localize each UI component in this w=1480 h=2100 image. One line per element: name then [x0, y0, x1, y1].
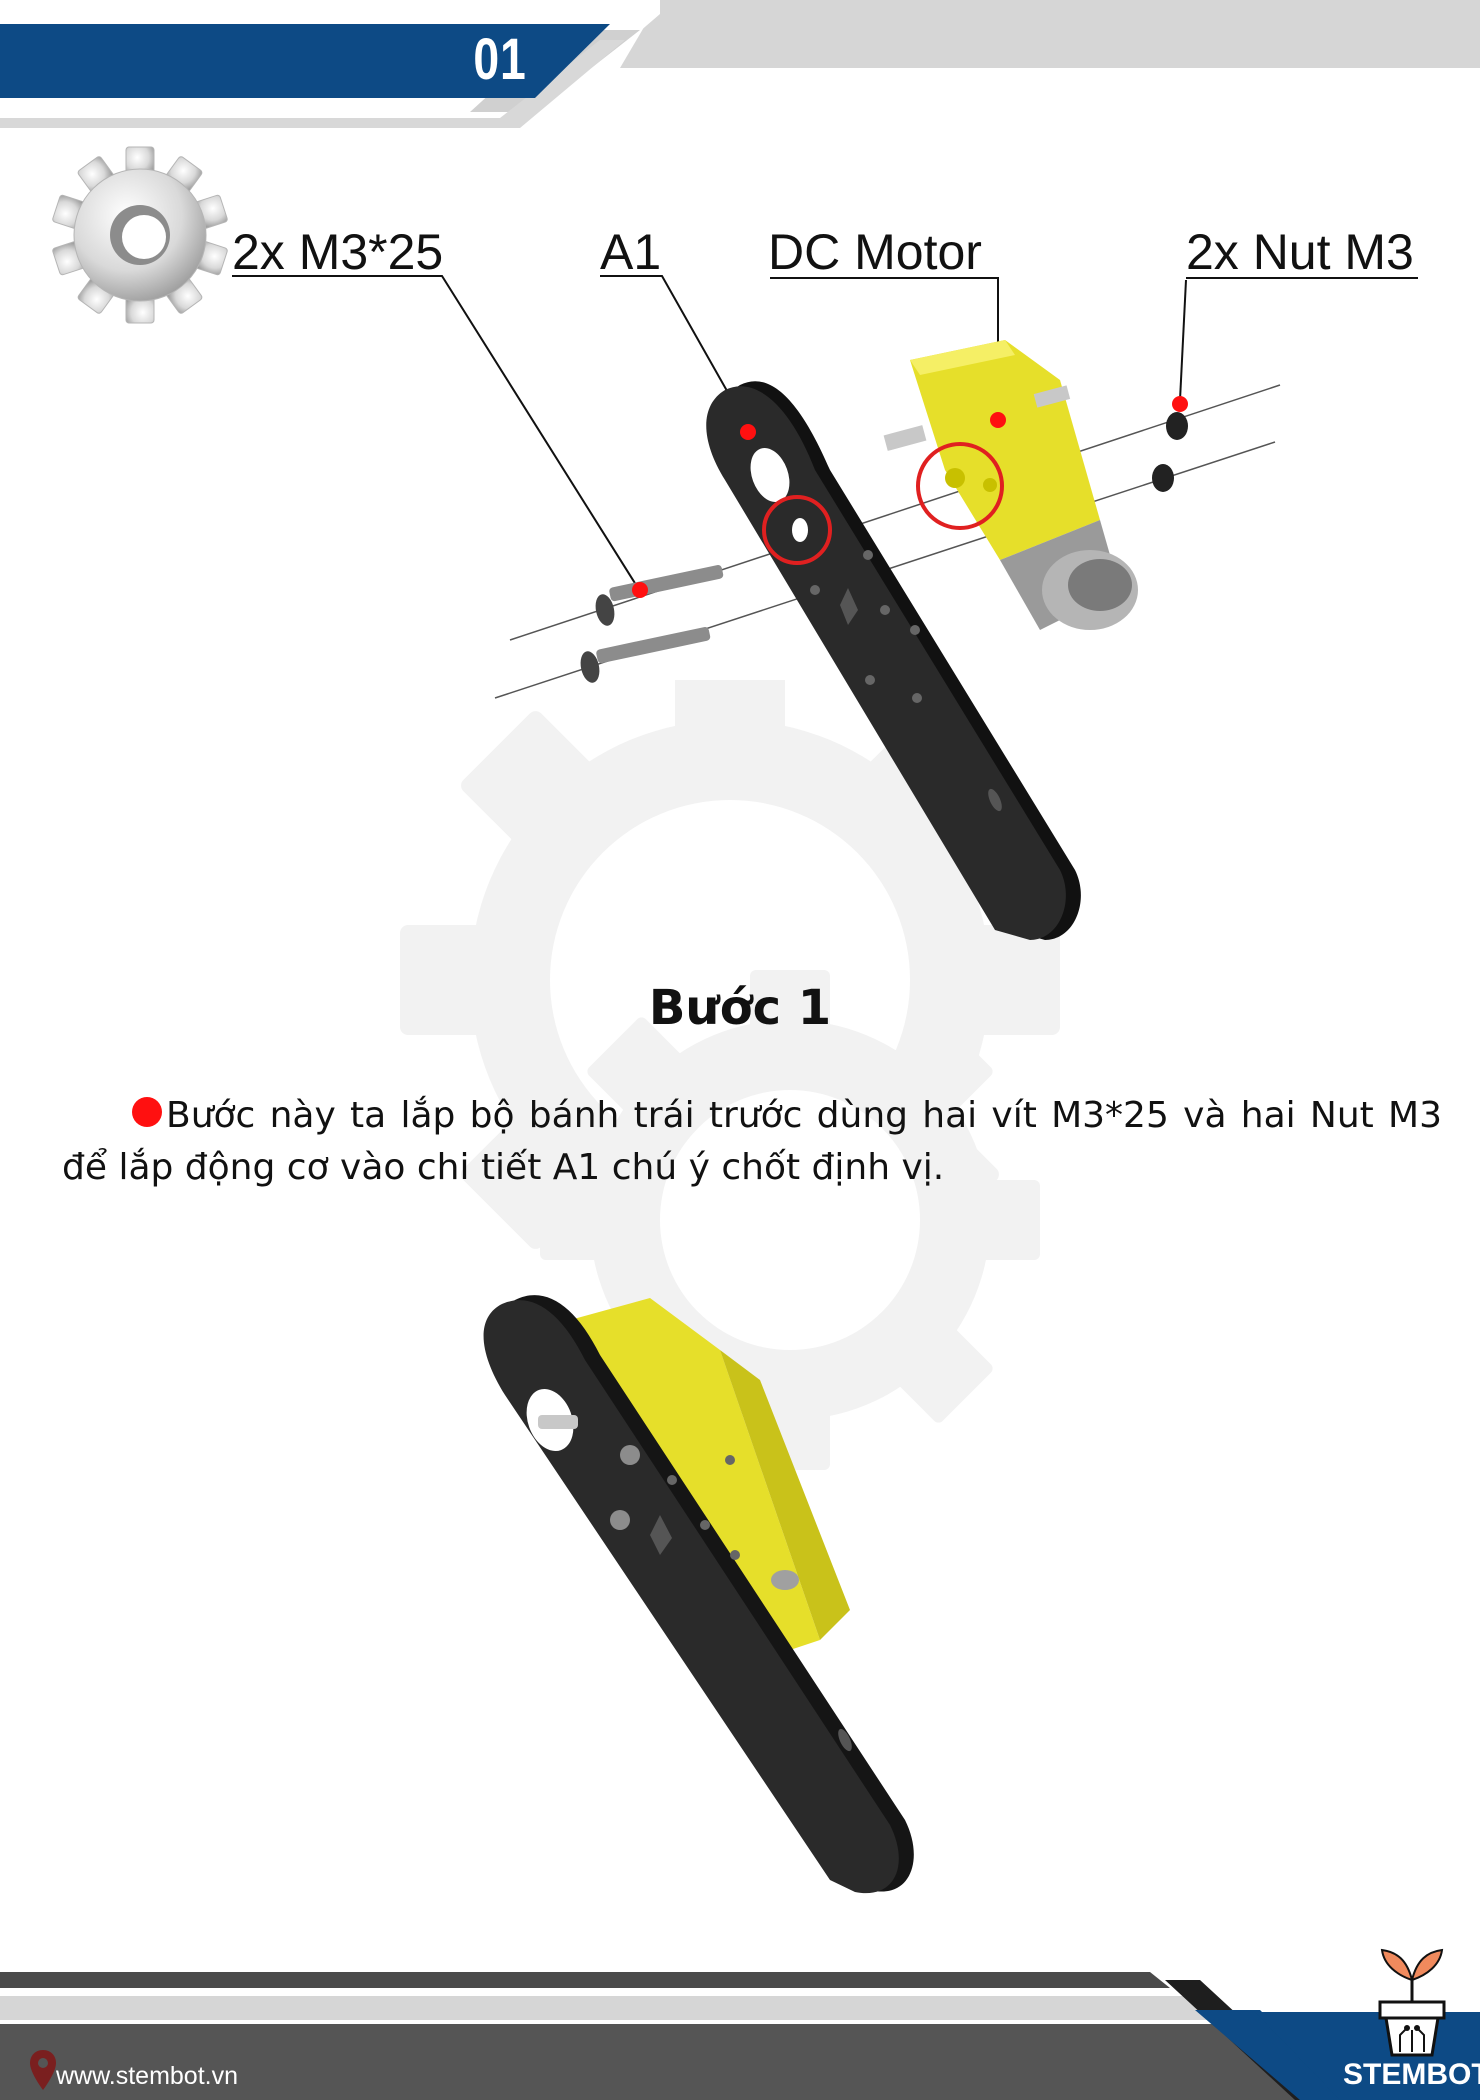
- brand-name: STEMBOT: [1343, 2058, 1480, 2091]
- dc-motor: [883, 340, 1138, 630]
- step-description: Bước này ta lắp bộ bánh trái trước dùng …: [62, 1090, 1442, 1194]
- highlight-circle-plate: [762, 495, 832, 565]
- screws-m3x25: [580, 564, 724, 683]
- callout-screws: 2x M3*25: [232, 224, 444, 280]
- step-title: Bước 1: [648, 980, 832, 1036]
- watermark-gear: [400, 680, 1060, 1470]
- highlight-circle-motor: [916, 442, 1004, 530]
- footer-url[interactable]: www.stembot.vn: [56, 2062, 239, 2090]
- callout-nuts: 2x Nut M3: [1186, 224, 1414, 280]
- stembot-logo: [1378, 1948, 1446, 2057]
- callout-dc-motor: DC Motor: [768, 224, 982, 280]
- nuts-m3: [1152, 412, 1188, 492]
- plate-a1: [706, 381, 1081, 940]
- bullet-dot-icon: [132, 1097, 162, 1127]
- step-description-text: Bước này ta lắp bộ bánh trái trước dùng …: [62, 1095, 1442, 1188]
- page-number: 01: [473, 27, 527, 92]
- header-banner: [0, 0, 1480, 128]
- location-pin-icon: [30, 2050, 56, 2090]
- callout-part-a1: A1: [600, 224, 662, 280]
- gear-icon: [52, 146, 228, 324]
- callout-dots: [632, 396, 1188, 598]
- assembled-view-diagram: [483, 1295, 914, 1894]
- exploded-assembly-diagram: [232, 275, 1418, 940]
